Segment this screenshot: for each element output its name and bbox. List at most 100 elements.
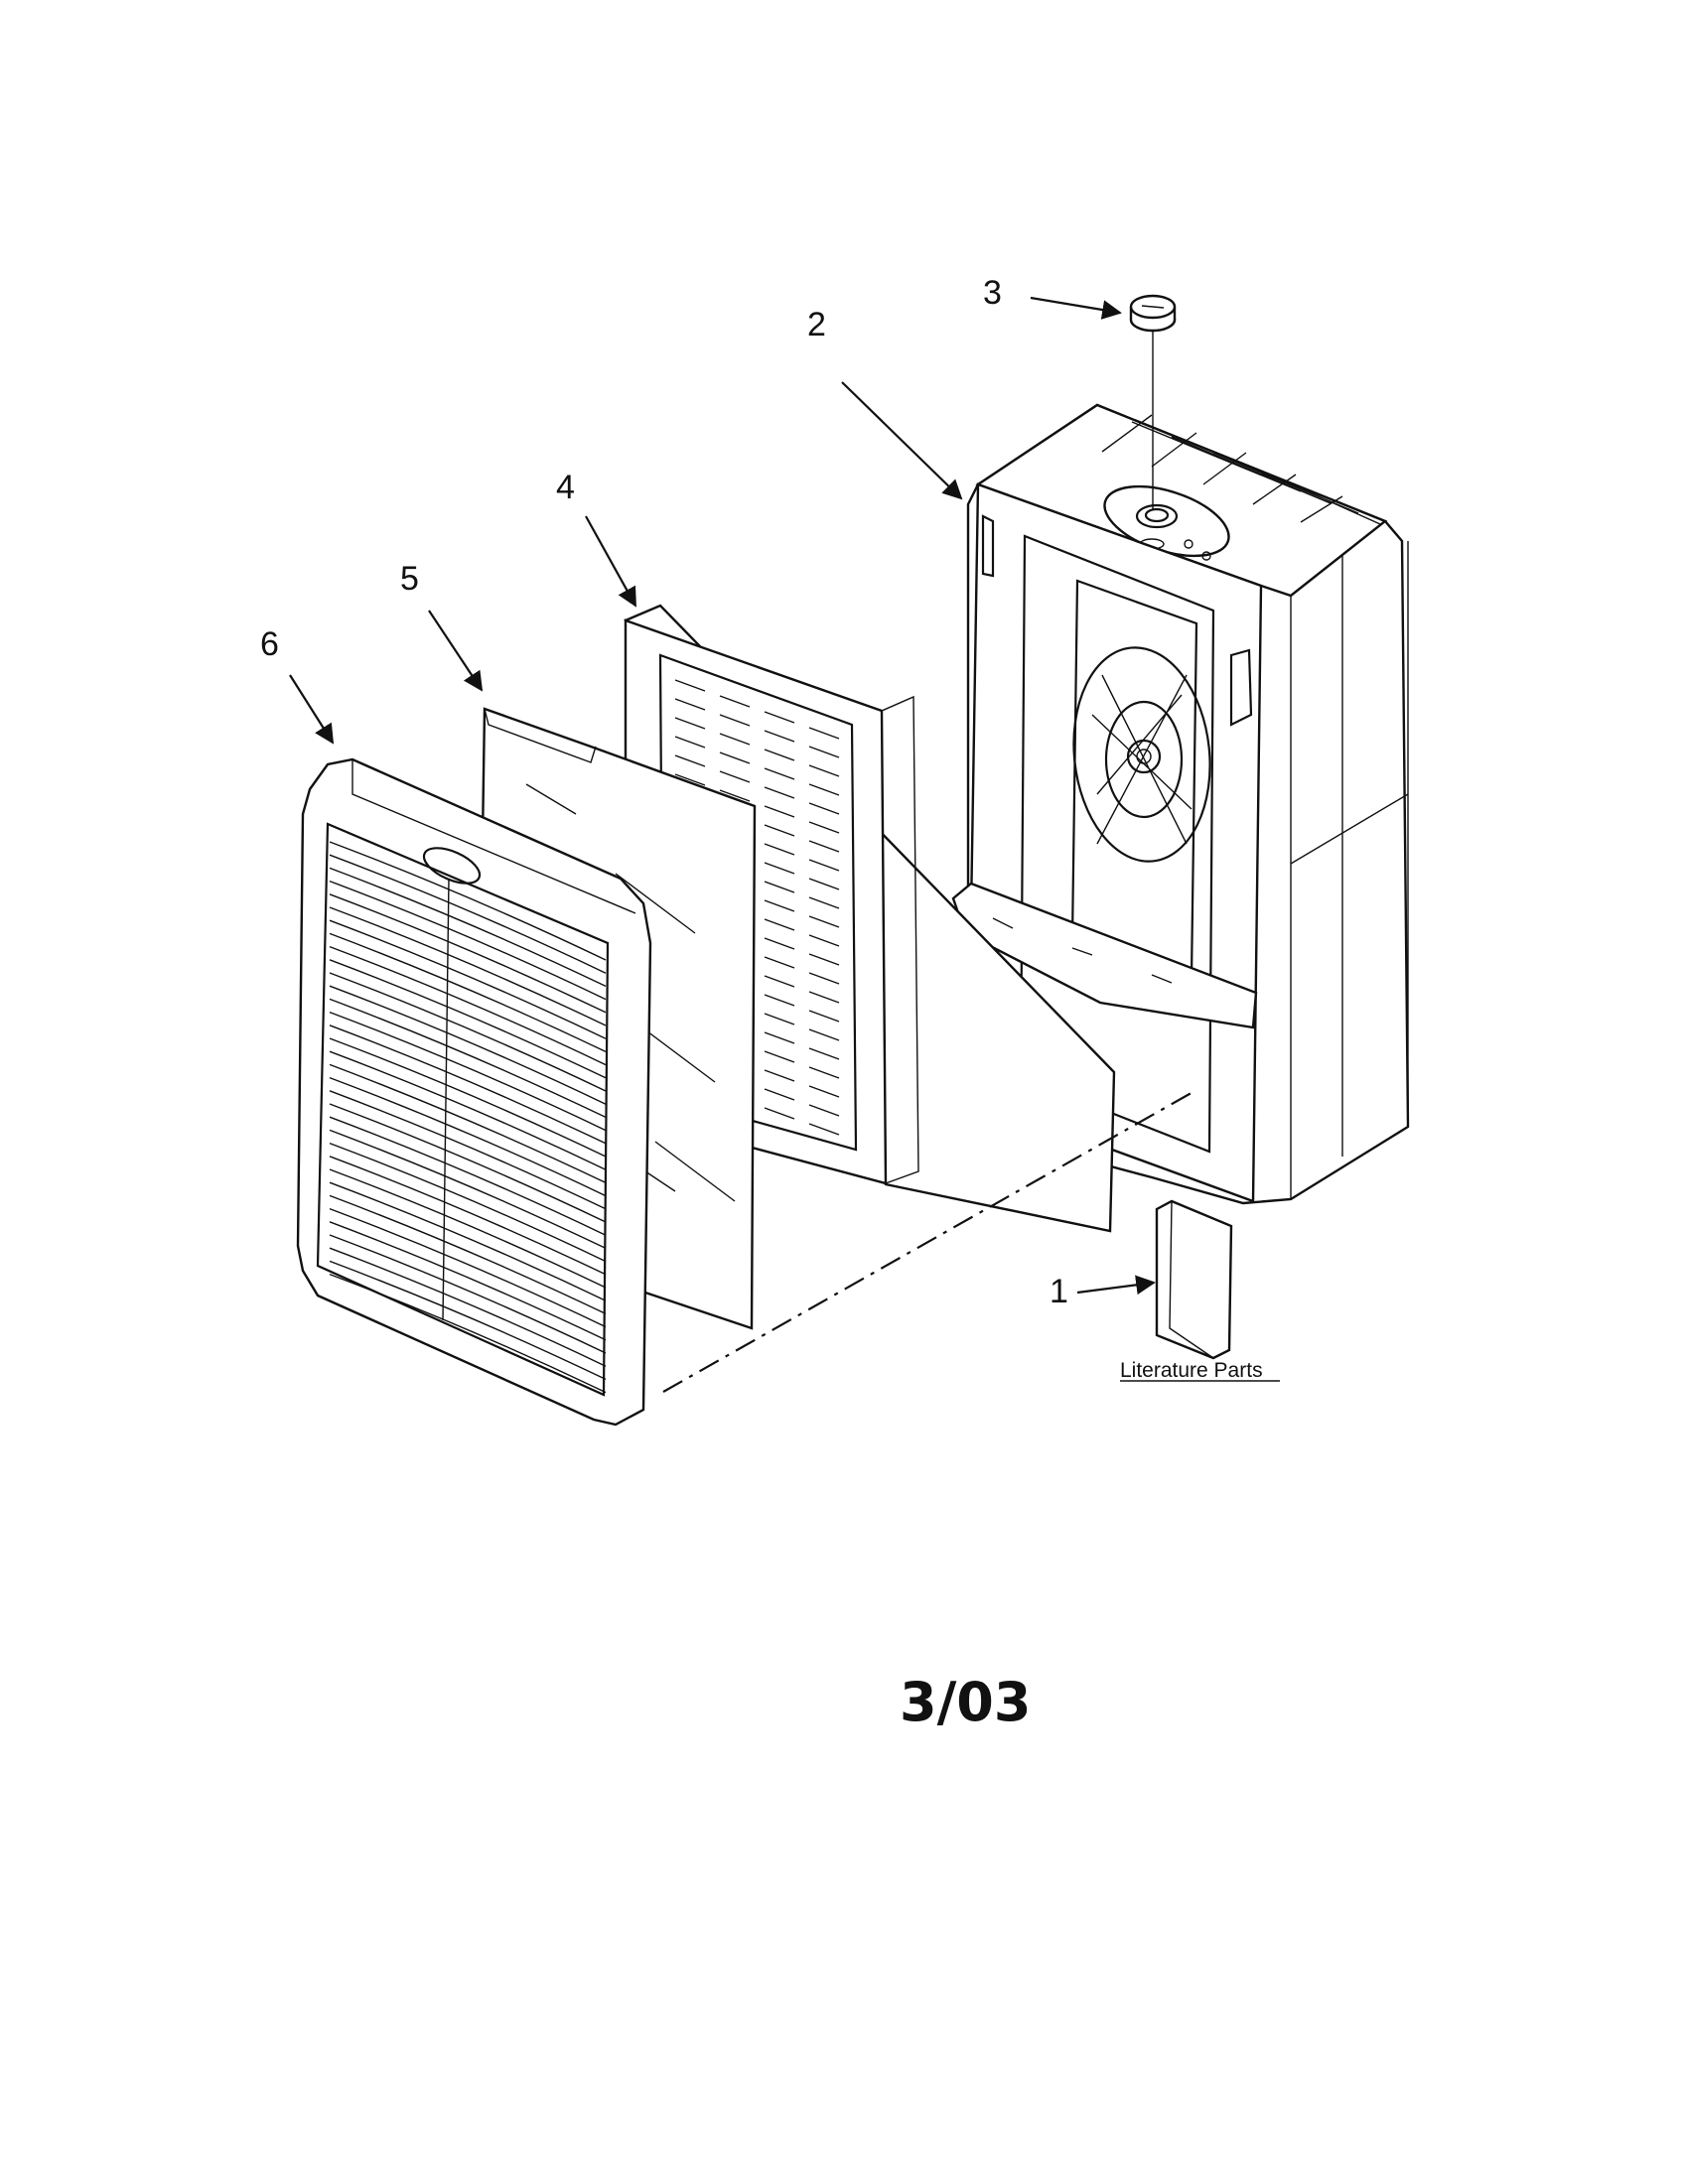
louver-slat [329, 972, 607, 1092]
callout-2: 2 [807, 306, 826, 343]
callout-6: 6 [260, 625, 279, 663]
leader-line-2 [841, 381, 963, 500]
pleat-mark [719, 695, 751, 708]
grille-louvers [329, 841, 607, 1394]
pleat-mark [808, 1123, 840, 1136]
louver-slat [329, 906, 607, 1026]
pleat-mark [808, 1028, 840, 1041]
pleat-mark [808, 953, 840, 966]
pleat-mark [808, 1010, 840, 1023]
louver-slat [329, 1090, 607, 1210]
louver-slat [329, 1221, 607, 1341]
pleat-mark [764, 1088, 795, 1101]
louver-slat [329, 841, 607, 961]
part-6-front-grille [296, 757, 652, 1427]
pleat-mark [808, 915, 840, 928]
leader-line-5 [428, 610, 484, 692]
louver-slat [329, 1024, 607, 1145]
louver-slat [329, 1194, 607, 1315]
louver-slat [329, 854, 607, 974]
louver-slat [329, 932, 607, 1053]
pleat-mark [719, 770, 751, 783]
pleat-mark [808, 991, 840, 1004]
pleat-mark [808, 934, 840, 947]
louver-slat [329, 1142, 607, 1263]
pleat-mark [764, 937, 795, 950]
louver-slat [329, 1247, 607, 1367]
pleat-mark [764, 975, 795, 988]
pleat-mark [764, 805, 795, 818]
pleat-mark [719, 714, 751, 727]
pleat-mark [674, 698, 706, 711]
louver-slat [329, 985, 607, 1105]
louver-slat [329, 998, 607, 1119]
pleat-mark [808, 1047, 840, 1060]
leader-line-3 [1030, 296, 1122, 320]
pleat-mark [764, 824, 795, 837]
callout-4: 4 [556, 469, 575, 506]
pleat-mark [808, 746, 840, 758]
pleat-mark [808, 764, 840, 777]
pleat-mark [764, 786, 795, 799]
pleat-mark [808, 821, 840, 834]
louver-slat [329, 1103, 607, 1223]
pleat-mark [808, 783, 840, 796]
pleat-mark [764, 1013, 795, 1025]
pleat-mark [764, 767, 795, 780]
assembly-dashed-line [662, 1089, 1197, 1393]
pleat-mark [808, 727, 840, 740]
louver-slat [329, 893, 607, 1014]
pleat-mark [808, 1085, 840, 1098]
louver-slat [329, 1063, 607, 1184]
louver-slat [329, 1273, 607, 1394]
louver-slat [329, 1207, 607, 1328]
pleat-mark [764, 918, 795, 931]
louver-slat [329, 1037, 607, 1158]
date-code: 3/03 [900, 1671, 1031, 1733]
part-2-housing [949, 403, 1410, 1205]
pleat-mark [808, 878, 840, 890]
louver-slat [329, 1050, 607, 1170]
pleat-mark [764, 899, 795, 912]
pleat-mark [674, 679, 706, 692]
louver-slat [329, 880, 607, 1001]
pleat-mark [764, 711, 795, 724]
pleat-mark [764, 994, 795, 1007]
pleat-mark [674, 717, 706, 730]
louver-slat [329, 867, 607, 988]
pleat-mark [764, 843, 795, 856]
pleat-mark [719, 751, 751, 764]
louver-slat [329, 1011, 607, 1132]
pleat-mark [674, 773, 706, 786]
pleat-mark [719, 789, 751, 802]
callout-5: 5 [400, 560, 419, 598]
pleat-mark [808, 1066, 840, 1079]
leader-line-1 [1076, 1275, 1156, 1296]
louver-slat [329, 1234, 607, 1354]
part-1-literature [1155, 1199, 1233, 1360]
literature-parts-label: Literature Parts [1120, 1359, 1263, 1382]
pleat-mark [808, 896, 840, 909]
callout-3: 3 [983, 274, 1002, 312]
pleat-mark [674, 754, 706, 767]
louver-slat [329, 1181, 607, 1301]
leader-line-6 [289, 674, 335, 745]
pleat-mark [764, 749, 795, 761]
pleat-mark [764, 881, 795, 893]
pleat-mark [764, 862, 795, 875]
pleat-mark [719, 733, 751, 746]
pleat-mark [808, 972, 840, 985]
pleat-mark [674, 736, 706, 749]
louver-slat [329, 945, 607, 1066]
louver-slat [329, 919, 607, 1039]
louver-slat [329, 959, 607, 1079]
pleat-mark [808, 1104, 840, 1117]
louver-slat [329, 1260, 607, 1381]
pleat-mark [764, 1050, 795, 1063]
louver-slat [329, 1116, 607, 1236]
pleat-mark [764, 1069, 795, 1082]
pleat-mark [764, 1107, 795, 1120]
louver-slat [329, 1076, 607, 1197]
pleat-mark [764, 956, 795, 969]
